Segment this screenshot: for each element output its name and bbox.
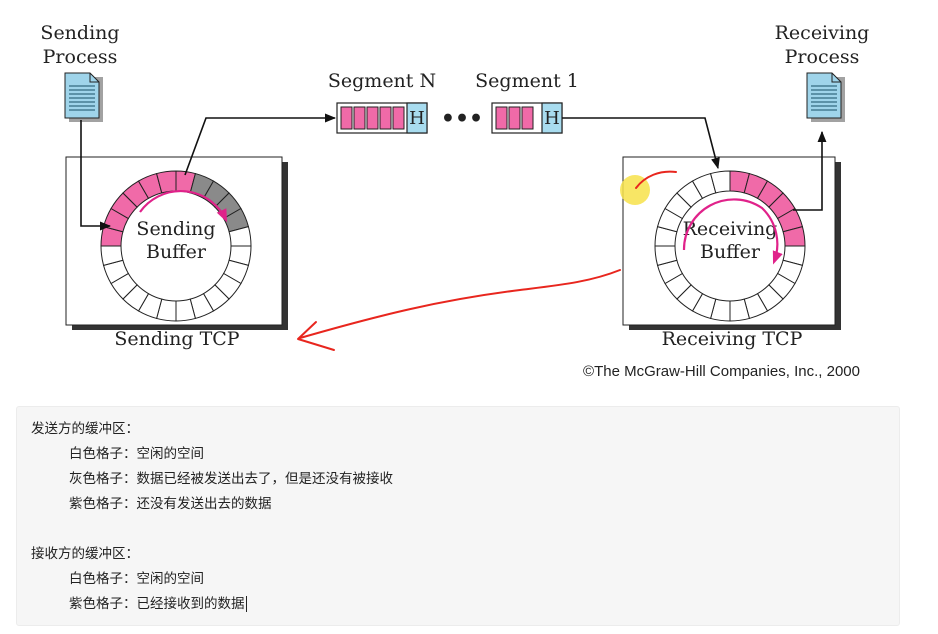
notes-spacer [31, 517, 885, 542]
ellipsis: ••• [441, 106, 483, 132]
red-mark [635, 170, 677, 189]
red-arrowhead [297, 321, 335, 351]
receiving-tcp-label: Receiving TCP [662, 328, 803, 350]
recv-purple-note: 紫色格子：已经接收到的数据 [69, 596, 245, 612]
buffer-to-segment-arrow [184, 113, 337, 176]
segment-n [336, 102, 428, 134]
sending-process-label-2: Process [43, 46, 118, 68]
receiving-process-label-1: Receiving [775, 22, 870, 44]
segment-1 [491, 102, 563, 134]
recv-white-note: 白色格子：空闲的空间 [69, 571, 204, 587]
receiving-buffer-ring [654, 170, 806, 322]
text-caret [245, 596, 247, 612]
red-hand-arrow [299, 269, 621, 339]
send-white-note: 白色格子：空闲的空间 [69, 446, 204, 462]
receiving-direction-arrow [682, 198, 783, 265]
sending-process-label-1: Sending [40, 22, 119, 44]
receiving-buffer-label-2: Buffer [700, 241, 761, 263]
sending-buffer-label-2: Buffer [146, 241, 207, 263]
recv-purple-line: 紫色格子：已经接收到的数据 [31, 592, 885, 617]
buffer-to-process-arrow [793, 130, 827, 211]
receiving-document-icon [806, 72, 845, 122]
segment-1-header: H [544, 108, 560, 129]
segment-n-header: H [409, 108, 425, 129]
send-gray-note: 灰色格子：数据已经被发送出去了，但是还没有被接收 [69, 471, 393, 487]
copyright-text: ©The McGraw-Hill Companies, Inc., 2000 [583, 363, 860, 380]
sending-tcp-label: Sending TCP [114, 328, 239, 350]
sending-document-icon [64, 72, 103, 122]
receiving-buffer-cell [709, 170, 731, 194]
send-buffer-title: 发送方的缓冲区： [31, 421, 139, 437]
sending-direction-arrow [139, 190, 228, 223]
receiving-process-label-2: Process [785, 46, 860, 68]
notes-panel[interactable]: 发送方的缓冲区： 白色格子：空闲的空间 灰色格子：数据已经被发送出去了，但是还没… [16, 406, 900, 626]
receiving-buffer-label-1: Receiving [683, 218, 778, 240]
segment-n-label: Segment N [328, 70, 436, 92]
sending-buffer-label-1: Sending [136, 218, 215, 240]
highlight-dot [620, 175, 650, 205]
segment-to-buffer-arrow [562, 117, 720, 170]
process-to-buffer-arrow [80, 120, 112, 231]
tcp-buffer-diagram: Sending Process Receiving Process Sendin [40, 22, 870, 380]
segment-1-label: Segment 1 [475, 70, 579, 92]
send-purple-note: 紫色格子：还没有发送出去的数据 [69, 496, 272, 512]
recv-buffer-title: 接收方的缓冲区： [31, 546, 139, 562]
